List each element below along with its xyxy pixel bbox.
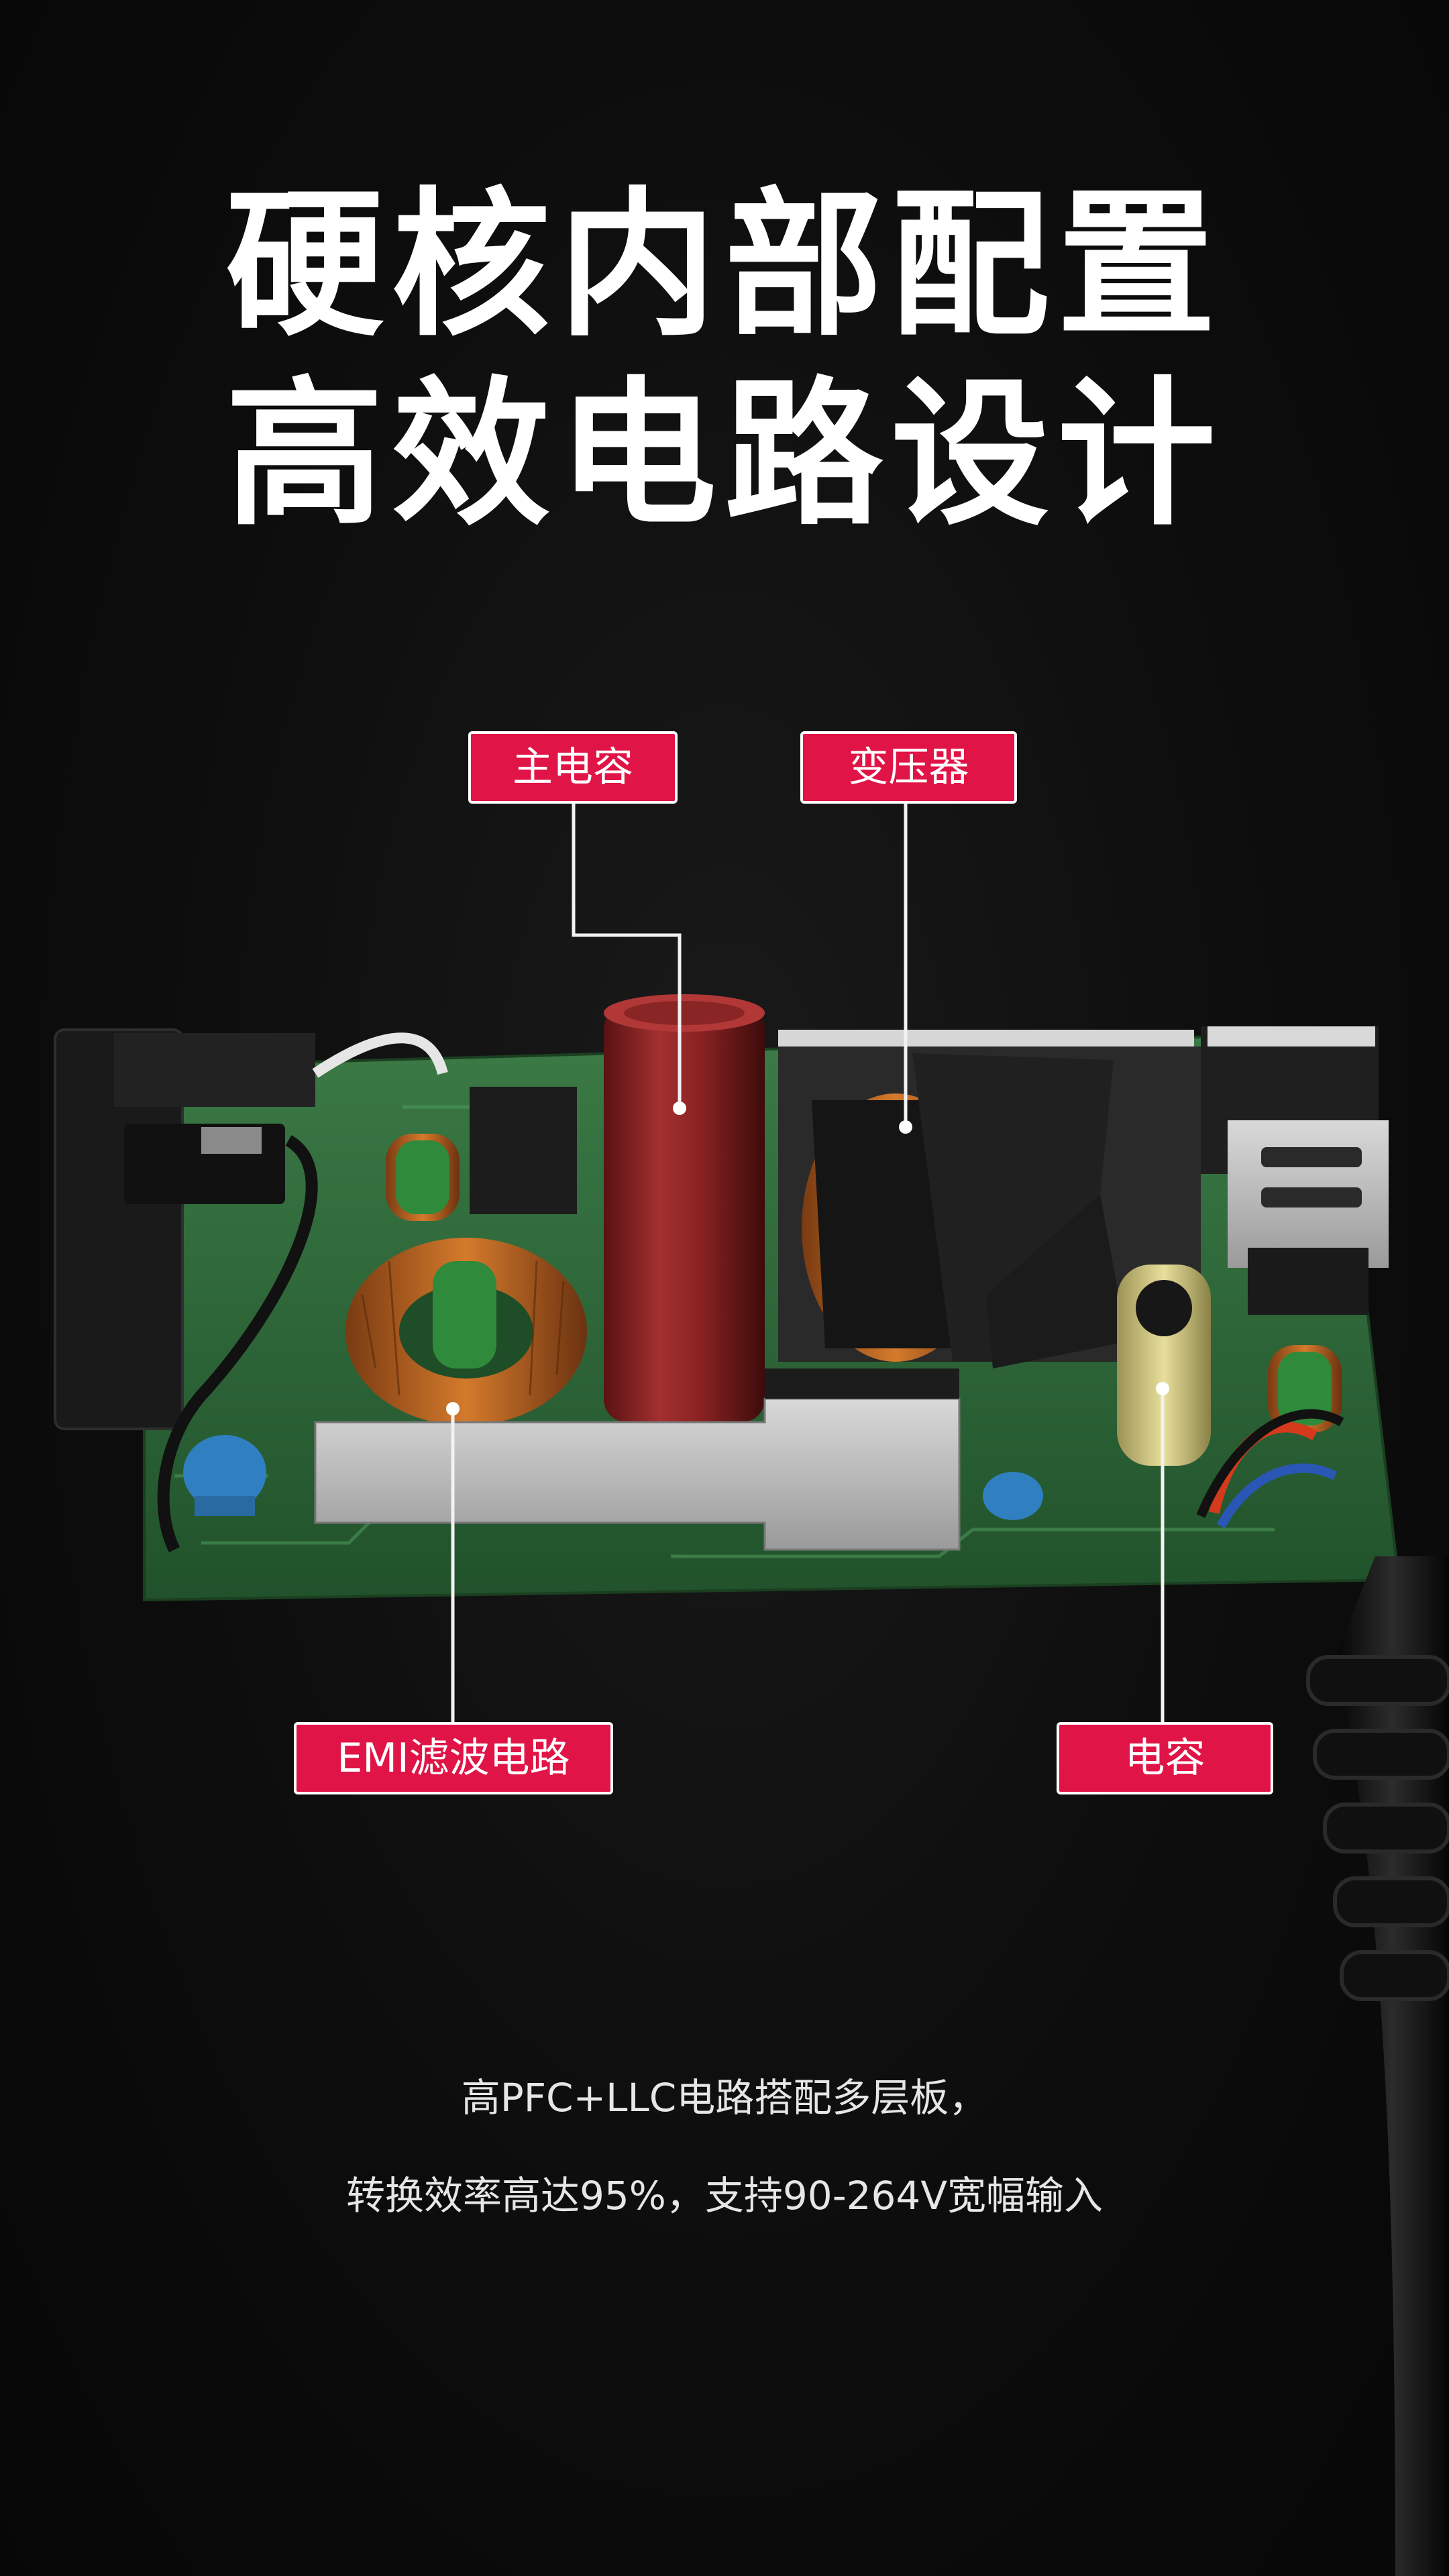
headline-line-2: 高效电路设计	[225, 362, 1224, 547]
callout-main-capacitor: 主电容	[468, 731, 678, 804]
callout-transformer: 变压器	[800, 731, 1017, 804]
callout-emi-filter: EMI滤波电路	[294, 1722, 613, 1794]
callout-capacitor: 电容	[1057, 1722, 1273, 1794]
description-line-2: 转换效率高达95%，支持90-264V宽幅输入	[345, 2173, 1104, 2218]
headline-line-1: 硬核内部配置	[225, 173, 1224, 358]
description-line-1: 高PFC+LLC电路搭配多层板，	[461, 2075, 988, 2121]
